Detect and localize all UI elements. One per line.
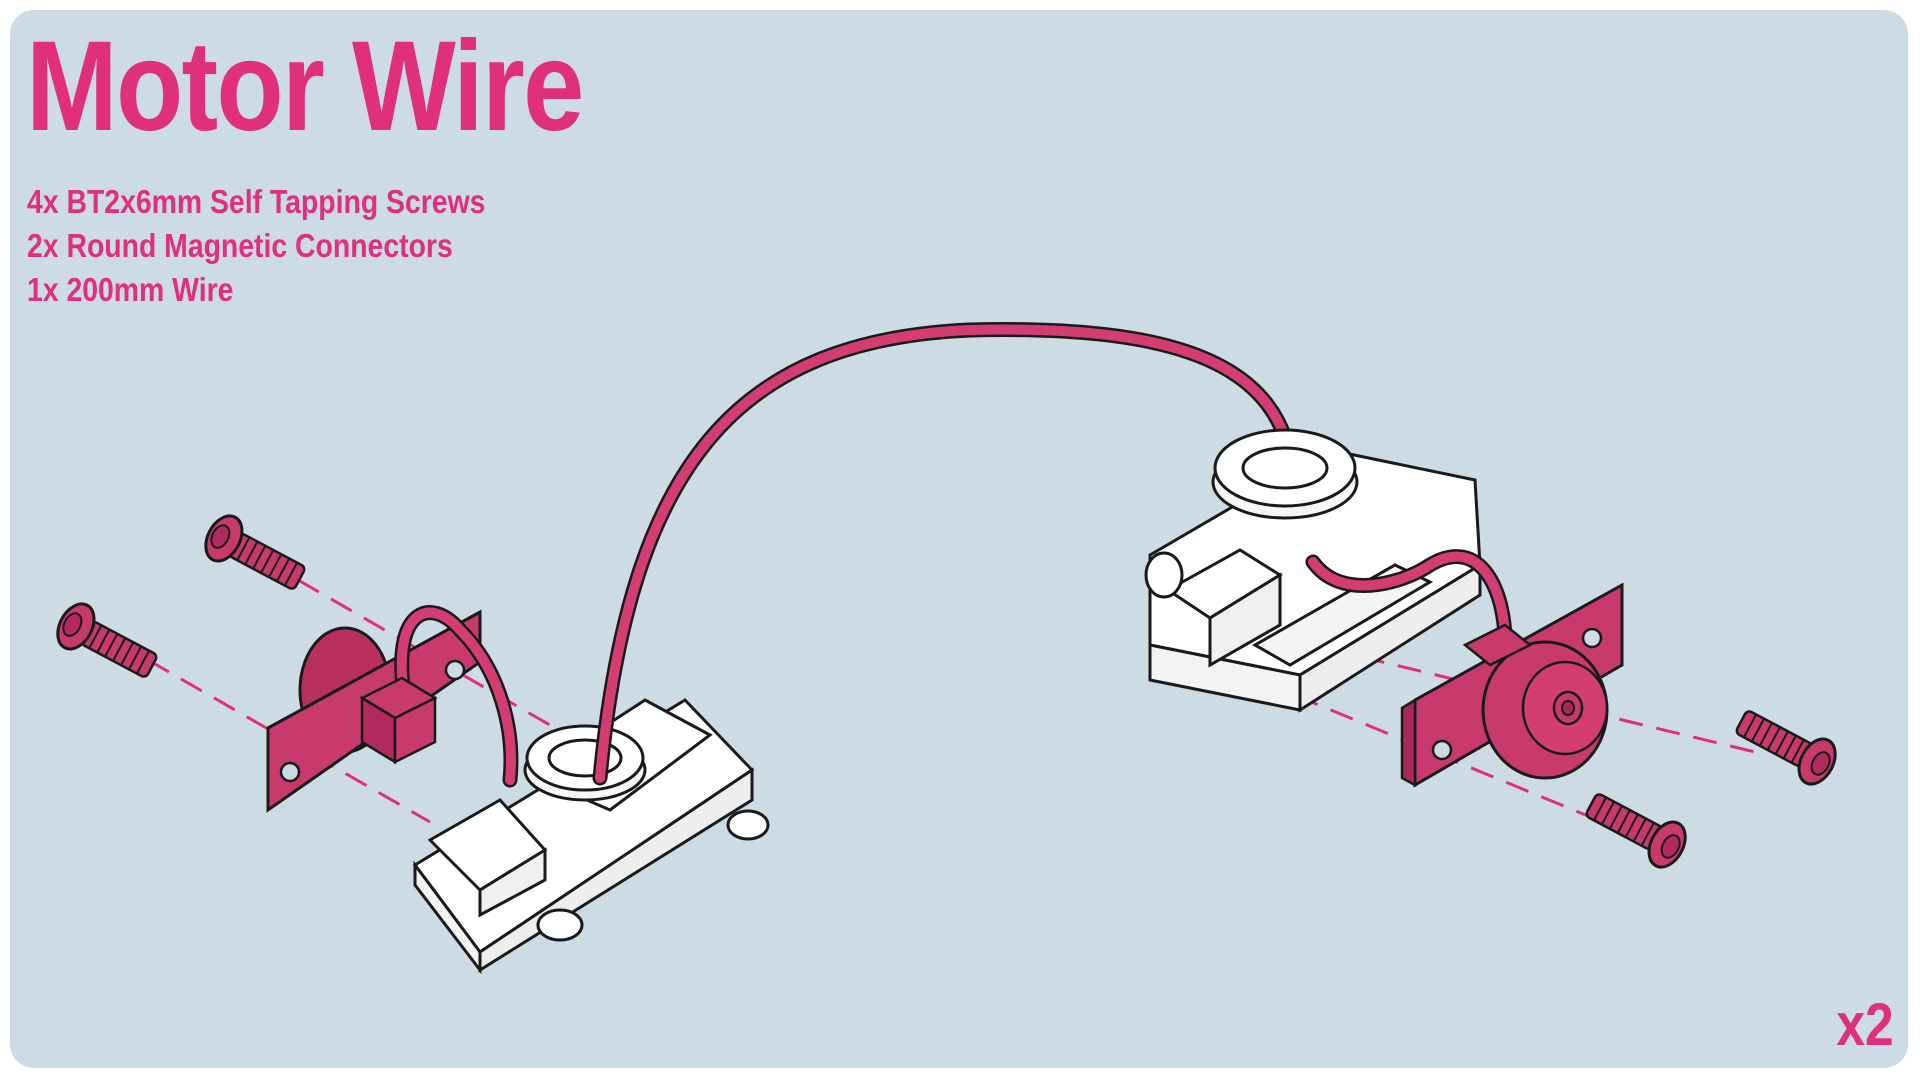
- instruction-panel: Motor Wire 4x BT2x6mm Self Tapping Screw…: [10, 10, 1908, 1068]
- page-title: Motor Wire: [26, 15, 584, 158]
- quantity-label: x2: [1836, 991, 1894, 1058]
- parts-list-item: 1x 200mm Wire: [27, 271, 234, 308]
- jst-plug-icon: [359, 676, 438, 765]
- screw-icon: [1733, 708, 1837, 786]
- assembly-diagram: [56, 322, 1837, 975]
- screw-icon: [1583, 791, 1687, 869]
- magnetic-connector-icon: [1400, 582, 1624, 788]
- screw-icon: [204, 514, 308, 592]
- screw-icon: [56, 602, 160, 680]
- parts-list: 4x BT2x6mm Self Tapping Screws 2x Round …: [27, 180, 485, 312]
- motor-housing-icon: [412, 698, 770, 975]
- parts-list-item: 2x Round Magnetic Connectors: [27, 227, 453, 264]
- parts-list-item: 4x BT2x6mm Self Tapping Screws: [27, 183, 486, 220]
